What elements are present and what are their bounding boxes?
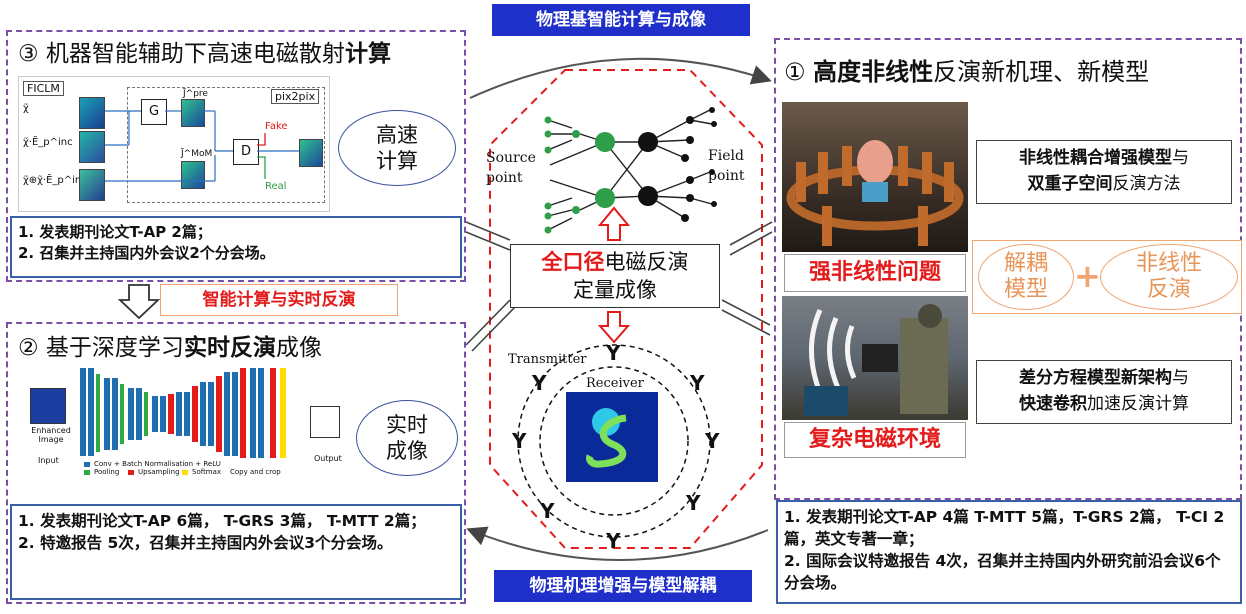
input-xe-label: χ̃·Ẽ_p^inc bbox=[23, 137, 73, 148]
red-down-arrow bbox=[597, 311, 631, 344]
top-curved-arrow bbox=[469, 57, 772, 99]
sec1-item-1: 1. 发表期刊论文T-AP 4篇 T-MTT 5篇，T-GRS 2篇， T-CI… bbox=[784, 508, 1225, 548]
section-1-achievements: 1. 发表期刊论文T-AP 4篇 T-MTT 5篇，T-GRS 2篇， T-CI… bbox=[776, 500, 1242, 604]
receiver-label: Receiver bbox=[586, 376, 644, 391]
svg-text:Y: Y bbox=[531, 371, 547, 395]
ficlm-network-figure: FICLM pix2pix χ̃ χ̃·Ẽ_p^inc χ̃⊕χ̃·Ẽ_p^in… bbox=[18, 76, 330, 212]
svg-text:Y: Y bbox=[605, 341, 621, 365]
real-label: Real bbox=[265, 181, 287, 192]
section-2-achievements: 1. 发表期刊论文T-AP 6篇， T-GRS 3篇， T-MTT 2篇； 2.… bbox=[10, 504, 462, 600]
sec2-item-1: 1. 发表期刊论文T-AP 6篇， T-GRS 3篇， T-MTT 2篇； bbox=[18, 512, 426, 530]
bottom-curved-arrow bbox=[466, 526, 769, 561]
svg-text:Y: Y bbox=[539, 499, 555, 523]
complex-em-env-label: 复杂电磁环境 bbox=[784, 422, 966, 458]
pix2pix-label: pix2pix bbox=[271, 89, 320, 104]
center-main-box: 全口径电磁反演 定量成像 bbox=[510, 244, 720, 308]
source-point-label: Source point bbox=[486, 150, 536, 186]
svg-text:Y: Y bbox=[511, 429, 527, 453]
antenna-ring-photo bbox=[782, 102, 968, 252]
realtime-imaging-ellipse: 实时成像 bbox=[356, 400, 458, 476]
center-octagon bbox=[489, 69, 763, 549]
input-label: Input bbox=[38, 456, 59, 465]
sec1-item-2: 2. 国际会议特邀报告 4次，召集并主持国内外研究前沿会议6个分会场。 bbox=[784, 552, 1221, 592]
legend-soft: Softmax bbox=[192, 468, 222, 476]
input-image-thumb bbox=[30, 388, 66, 424]
input-x-label: χ̃ bbox=[23, 103, 29, 114]
ficlm-label: FICLM bbox=[23, 81, 64, 96]
nonlinear-inversion-ellipse: 非线性反演 bbox=[1100, 244, 1238, 310]
measurement-setup bbox=[517, 344, 711, 538]
section-2-container bbox=[6, 322, 466, 604]
unet-architecture-figure: Enhanced Image Input Output Conv + B bbox=[24, 364, 354, 476]
section-3-container bbox=[6, 30, 466, 282]
antenna-icons: Y Y Y Y Y Y Y Y bbox=[511, 341, 720, 553]
output-label: Output bbox=[314, 454, 342, 463]
output-thumb bbox=[299, 139, 323, 167]
red-up-arrow bbox=[597, 206, 631, 241]
sec3-item-1: 1. 发表期刊论文T-AP 2篇； bbox=[18, 223, 212, 241]
legend-conv: Conv + Batch Normalisation + ReLU bbox=[94, 460, 221, 468]
input-xxe-label: χ̃⊕χ̃·Ẽ_p^inc bbox=[23, 175, 87, 186]
svg-text:Y: Y bbox=[689, 371, 705, 395]
hollow-down-arrow bbox=[117, 284, 161, 320]
top-ribbon: 物理基智能计算与成像 bbox=[492, 4, 750, 36]
unet-bars bbox=[80, 368, 286, 475]
output-image-thumb bbox=[310, 406, 340, 438]
discriminator-box: D bbox=[233, 139, 259, 165]
strong-nonlinearity-label: 强非线性问题 bbox=[784, 254, 966, 292]
section-3-achievements: 1. 发表期刊论文T-AP 2篇； 2. 召集并主持国内外会议2个分会场。 bbox=[10, 216, 462, 278]
field-thumb-3 bbox=[79, 169, 105, 201]
svg-text:Y: Y bbox=[605, 529, 621, 553]
jmom-thumb bbox=[181, 161, 205, 189]
sec3-item-2: 2. 召集并主持国内外会议2个分会场。 bbox=[18, 244, 275, 262]
section-3-title: ③ 机器智能辅助下高速电磁散射计算 bbox=[18, 41, 391, 67]
decouple-model-ellipse: 解耦模型 bbox=[978, 244, 1074, 310]
enhanced-image-label: Enhanced Image bbox=[31, 426, 71, 444]
field-thumb-2 bbox=[79, 131, 105, 163]
legend-up: Upsampling bbox=[138, 468, 180, 476]
ficlm-lines bbox=[105, 110, 299, 182]
difference-equation-box: 差分方程模型新架构与 快速卷积加速反演计算 bbox=[976, 360, 1232, 424]
svg-text:Y: Y bbox=[685, 491, 701, 515]
svg-text:Y: Y bbox=[704, 429, 720, 453]
section-2-title: ② 基于深度学习实时反演成像 bbox=[18, 335, 322, 361]
diag-arrows bbox=[465, 221, 773, 352]
transmitter-label: Transmitter bbox=[508, 352, 587, 367]
field-point-label: Field point bbox=[708, 148, 745, 184]
legend-copy: Copy and crop bbox=[230, 468, 281, 476]
field-thumb-1 bbox=[79, 97, 105, 129]
field-soldier-photo bbox=[782, 296, 968, 420]
generator-box: G bbox=[141, 99, 167, 125]
high-speed-ellipse: 高速计算 bbox=[338, 110, 456, 186]
fake-label: Fake bbox=[265, 121, 288, 132]
reconstruction-image bbox=[566, 392, 658, 482]
nonlinear-model-box: 非线性耦合增强模型与 双重子空间反演方法 bbox=[976, 140, 1232, 204]
bottom-ribbon: 物理机理增强与模型解耦 bbox=[494, 570, 752, 602]
legend-pool: Pooling bbox=[94, 468, 120, 476]
realtime-ribbon: 智能计算与实时反演 bbox=[160, 284, 398, 316]
neural-network bbox=[544, 107, 717, 234]
section-1-title: ① 高度非线性反演新机理、新模型 bbox=[784, 58, 1150, 86]
sec2-item-2: 2. 特邀报告 5次，召集并主持国内外会议3个分会场。 bbox=[18, 534, 393, 552]
jmom-label: J̃^MoM bbox=[181, 149, 213, 159]
jpre-label: J̃^pre bbox=[183, 89, 208, 99]
plus-sign: + bbox=[1074, 257, 1101, 295]
jpre-thumb bbox=[181, 99, 205, 127]
